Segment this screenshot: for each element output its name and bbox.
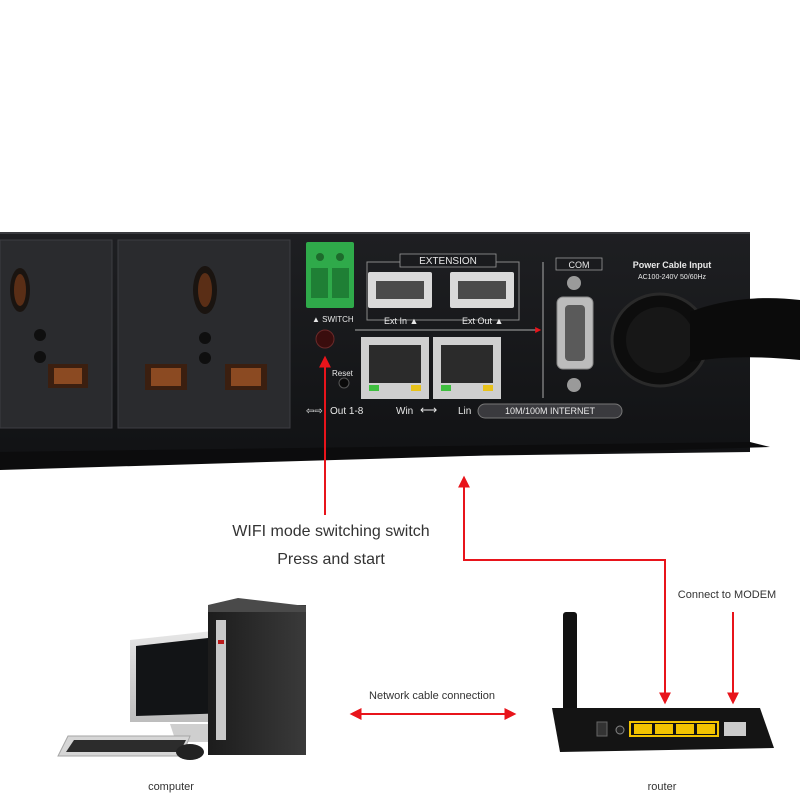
outlet-module-left	[0, 239, 113, 429]
ext-out-label: Ext Out ▲	[462, 316, 503, 326]
power-cable-gland	[610, 292, 800, 388]
green-terminal-block	[306, 242, 354, 308]
internet-label-box	[477, 403, 623, 419]
wifi-switch-label-line2: Press and start	[277, 551, 385, 568]
arrow-router-to-pdu	[458, 475, 666, 700]
annotation-labels: WIFI mode switching switch Press and sta…	[148, 523, 776, 793]
router-illustration	[552, 612, 774, 752]
wifi-switch-button	[315, 329, 335, 349]
extension-label: EXTENSION	[419, 256, 477, 267]
internet-label: 10M/100M INTERNET	[505, 406, 596, 416]
com-label: COM	[569, 260, 590, 270]
outlet-module-right	[117, 239, 291, 429]
rj45-port-lin	[433, 337, 501, 399]
pdu-chassis	[0, 232, 800, 470]
reset-button	[338, 377, 350, 389]
lin-label: Lin	[458, 406, 471, 417]
panel-labels: EXTENSION COM Power Cable Input AC100-24…	[306, 256, 711, 417]
rj45-port-win	[361, 337, 429, 399]
wifi-switch-label-line1: WIFI mode switching switch	[232, 523, 429, 540]
computer-illustration	[57, 598, 306, 760]
win-lin-arrow-icon: ⟷	[420, 403, 437, 417]
power-title: Power Cable Input	[633, 260, 712, 270]
usb-port-ext-in	[368, 272, 432, 308]
network-cable-label: Network cable connection	[369, 690, 495, 702]
computer-label: computer	[148, 781, 194, 793]
modem-label: Connect to MODEM	[678, 589, 776, 601]
switch-label: ▲ SWITCH	[312, 315, 354, 324]
win-label: Win	[396, 406, 413, 417]
com-serial-port	[556, 276, 594, 392]
router-label: router	[648, 781, 677, 793]
red-arrows	[319, 355, 739, 720]
reset-label: Reset	[332, 369, 354, 378]
out-label: Out 1-8	[330, 406, 364, 417]
usb-port-ext-out	[450, 272, 514, 308]
out-arrows-icon: ⇦⇨	[306, 406, 323, 417]
power-spec: AC100-240V 50/60Hz	[638, 274, 707, 281]
ext-in-label: Ext In ▲	[384, 316, 418, 326]
